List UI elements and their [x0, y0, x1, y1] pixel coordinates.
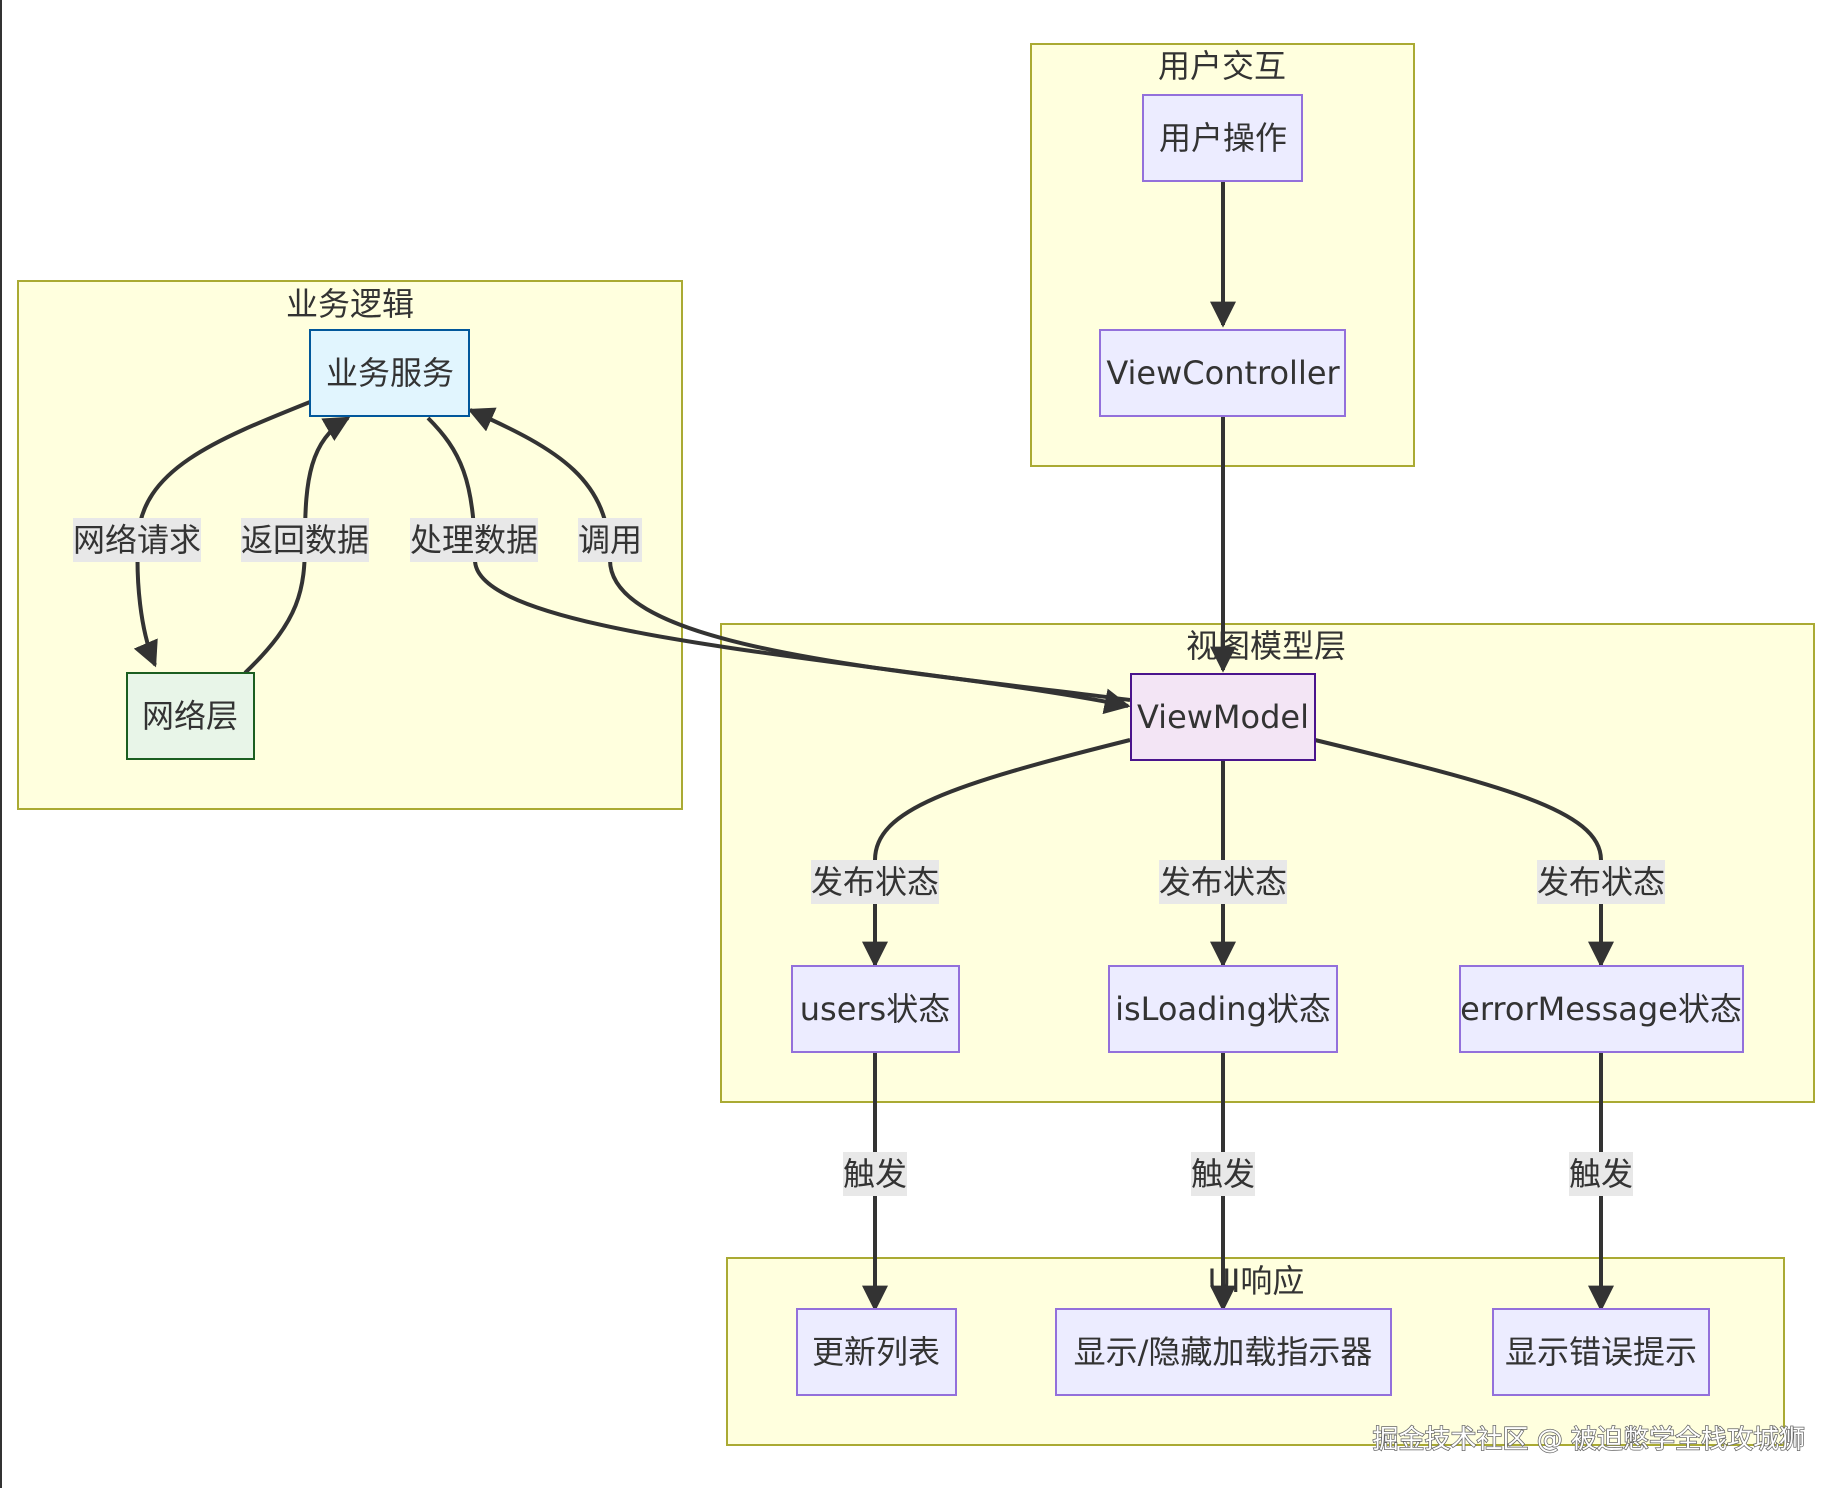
watermark: 掘金技术社区 @ 被迫憋学全栈攻城狮 [1372, 1425, 1805, 1455]
edge-label-process-data: 处理数据 [410, 521, 538, 559]
node-label: 用户操作 [1159, 119, 1287, 157]
node-view-model[interactable]: ViewModel [1130, 673, 1316, 761]
edge-label-trigger: 触发 [843, 1155, 907, 1193]
node-label: ViewController [1106, 354, 1340, 392]
node-view-controller[interactable]: ViewController [1099, 329, 1346, 417]
node-label: ViewModel [1137, 698, 1309, 736]
edge-viewmodel-to-service [467, 407, 1131, 702]
node-users-state[interactable]: users状态 [791, 965, 960, 1053]
node-user-action[interactable]: 用户操作 [1142, 94, 1303, 182]
cluster-title: 业务逻辑 [286, 285, 414, 323]
node-label: isLoading状态 [1115, 990, 1331, 1028]
edge-label-trigger: 触发 [1191, 1155, 1255, 1193]
edge-label-call: 调用 [578, 521, 642, 559]
node-label: 更新列表 [812, 1333, 940, 1371]
edge-label-return-data: 返回数据 [241, 521, 369, 559]
cluster-title: 视图模型层 [1186, 627, 1346, 665]
edge-viewmodel-to-errormessage [1314, 738, 1614, 968]
edge-label-network-request: 网络请求 [73, 521, 201, 559]
edge-viewmodel-to-users [862, 738, 1131, 968]
node-label: 网络层 [142, 697, 238, 735]
node-label: users状态 [800, 990, 950, 1028]
node-label: 显示/隐藏加载指示器 [1074, 1333, 1373, 1371]
node-is-loading-state[interactable]: isLoading状态 [1108, 965, 1338, 1053]
node-label: errorMessage状态 [1460, 990, 1742, 1028]
cluster-title: 用户交互 [1158, 47, 1286, 85]
node-show-error[interactable]: 显示错误提示 [1492, 1308, 1710, 1396]
node-label: 业务服务 [326, 354, 454, 392]
edge-label-publish-state: 发布状态 [1537, 863, 1665, 901]
node-network-layer[interactable]: 网络层 [126, 672, 255, 760]
edge-label-publish-state: 发布状态 [811, 863, 939, 901]
node-label: 显示错误提示 [1505, 1333, 1697, 1371]
edge-label-trigger: 触发 [1569, 1155, 1633, 1193]
node-toggle-loading-indicator[interactable]: 显示/隐藏加载指示器 [1055, 1308, 1392, 1396]
node-update-list[interactable]: 更新列表 [796, 1308, 957, 1396]
node-business-service[interactable]: 业务服务 [309, 329, 470, 417]
edge-labels: 网络请求 返回数据 处理数据 调用 发布状态 发布状态 发布状态 触发 触发 触… [73, 518, 1665, 1196]
edge-label-publish-state: 发布状态 [1159, 863, 1287, 901]
node-error-message-state[interactable]: errorMessage状态 [1459, 965, 1744, 1053]
